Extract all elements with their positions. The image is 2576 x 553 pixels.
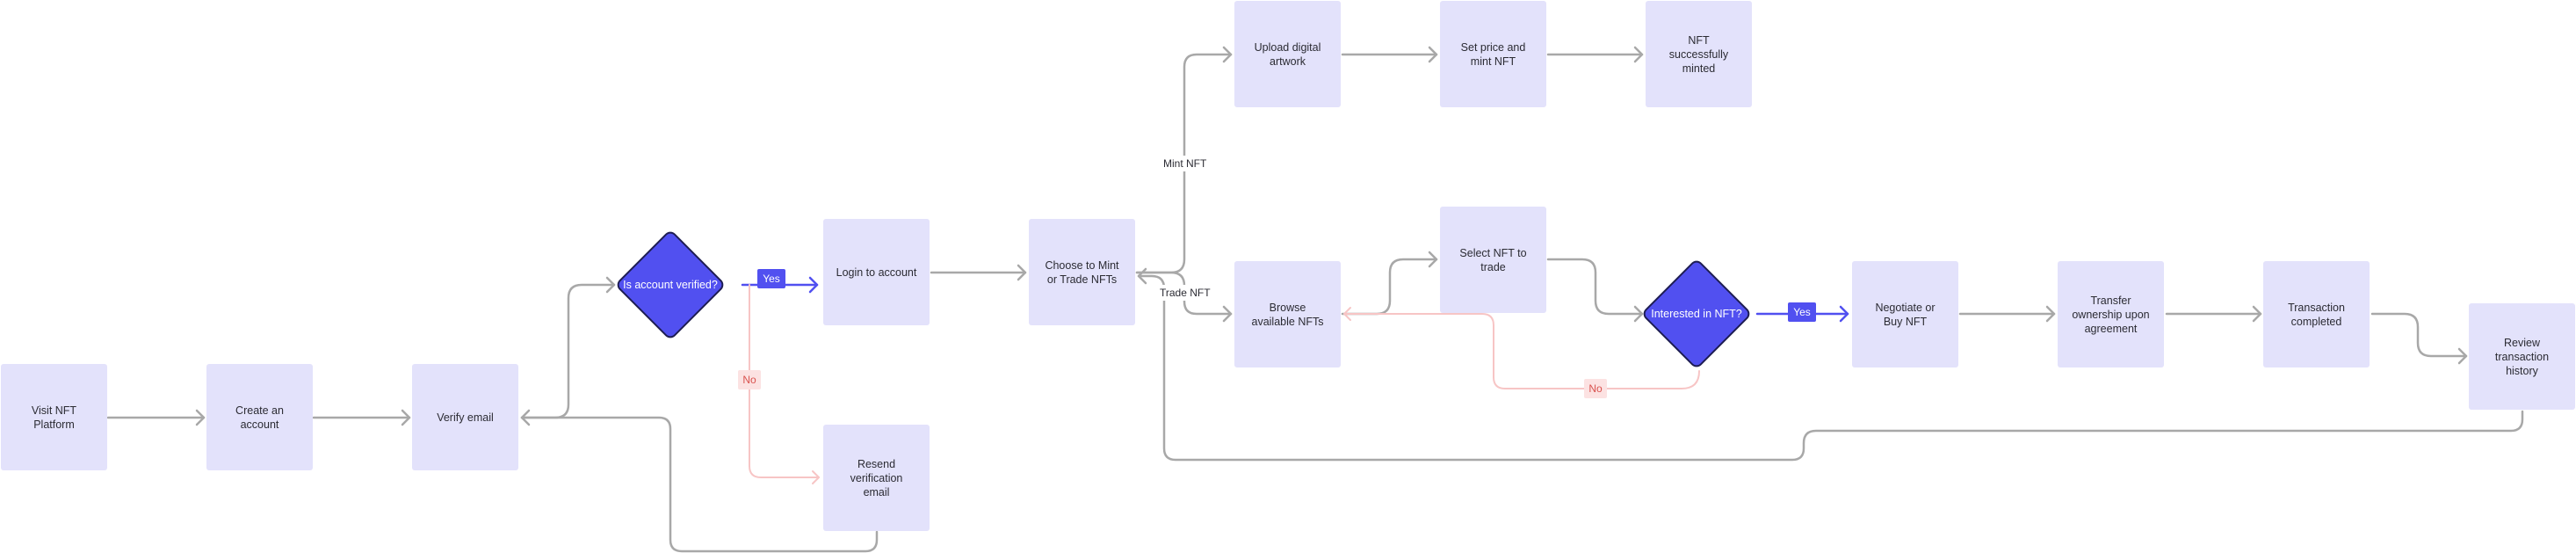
arrow-head [2457,347,2468,365]
edge-verified-no [749,284,820,478]
arrow-head [1222,305,1233,323]
edge-completed-to-review [2370,312,2468,358]
arrow-head [808,276,819,294]
arrow-head [1633,46,1644,63]
node-select-nft[interactable]: Select NFT to trade [1440,207,1546,313]
arrow-head [605,276,616,294]
edge-label-no-verified: No [738,370,761,389]
decision-interested-label: Interested in NFT? [1651,308,1742,320]
arrow-head [195,409,206,426]
edge-browse-to-select [1341,258,1438,316]
node-set-price-mint[interactable]: Set price and mint NFT [1440,1,1546,107]
arrow-head [520,409,531,426]
node-choose-mint-trade[interactable]: Choose to Mint or Trade NFTs [1029,219,1135,325]
edge-resend-to-verify [520,416,879,553]
arrow-head [1137,267,1147,285]
node-negotiate-buy[interactable]: Negotiate or Buy NFT [1852,261,1958,367]
arrow-head [401,409,411,426]
edge-interested-no [1343,313,1700,389]
edge-label-no-interested: No [1584,379,1607,398]
arrow-head [1428,46,1438,63]
arrow-head [2045,305,2056,323]
arrow-head [812,470,820,484]
arrow-head [2252,305,2262,323]
node-verify-email[interactable]: Verify email [412,364,518,470]
node-resend-email[interactable]: Resend verification email [823,425,930,531]
arrow-head [1222,46,1233,63]
node-visit-platform[interactable]: Visit NFT Platform [1,364,107,470]
edge-label-mint-nft: Mint NFT [1160,156,1211,171]
node-review-history[interactable]: Review transaction history [2469,303,2575,410]
edge-label-yes-interested: Yes [1788,302,1816,322]
arrow-head [1017,264,1027,281]
decision-account-verified-label: Is account verified? [623,279,718,291]
edge-verify-to-decision [520,283,616,419]
edge-label-yes-verified: Yes [757,269,785,288]
arrow-head [1633,305,1644,323]
arrow-head [1343,307,1351,321]
node-transfer-ownership[interactable]: Transfer ownership upon agreement [2058,261,2164,367]
node-browse-nfts[interactable]: Browse available NFTs [1234,261,1341,367]
edge-label-trade-nft: Trade NFT [1156,285,1214,301]
arrow-head [1428,251,1438,268]
node-nft-minted[interactable]: NFT successfully minted [1646,1,1752,107]
node-login[interactable]: Login to account [823,219,930,325]
node-transaction-completed[interactable]: Transaction completed [2263,261,2370,367]
node-upload-artwork[interactable]: Upload digital artwork [1234,1,1341,107]
edge-select-to-interested [1546,258,1644,316]
arrow-head [1839,305,1849,323]
node-create-account[interactable]: Create an account [206,364,313,470]
